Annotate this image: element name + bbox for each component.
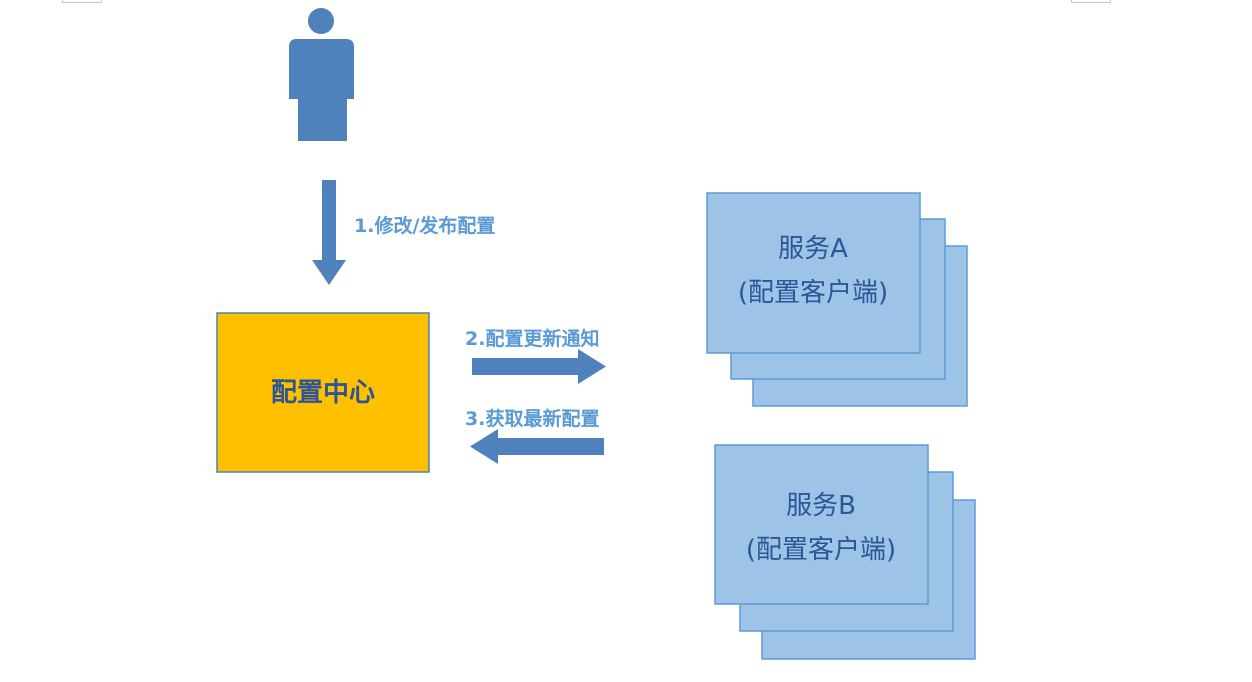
config-center-box[interactable] (216, 312, 430, 473)
arrow-modify-publish (312, 180, 346, 285)
service-b-role: (配置客户端) (746, 535, 896, 565)
service-a-stack[interactable]: 服务A (配置客户端) (706, 192, 968, 407)
service-a-name: 服务A (778, 234, 848, 264)
service-a-role: (配置客户端) (738, 278, 888, 308)
page-corner-mark-left (62, 0, 102, 3)
service-b-stack[interactable]: 服务B (配置客户端) (714, 444, 976, 660)
config-center-label: 配置中心 (271, 378, 375, 408)
arrow-fetch-latest (470, 429, 604, 464)
label-fetch-latest: 3.获取最新配置 (465, 407, 599, 430)
arrow-update-notify (472, 349, 606, 384)
page-corner-mark-right (1071, 0, 1111, 3)
label-modify-publish: 1.修改/发布配置 (354, 214, 495, 237)
person-icon (289, 8, 354, 141)
label-update-notify: 2.配置更新通知 (465, 327, 599, 350)
service-b-name: 服务B (786, 491, 856, 521)
service-a-box (706, 192, 921, 354)
service-b-box (714, 444, 929, 605)
